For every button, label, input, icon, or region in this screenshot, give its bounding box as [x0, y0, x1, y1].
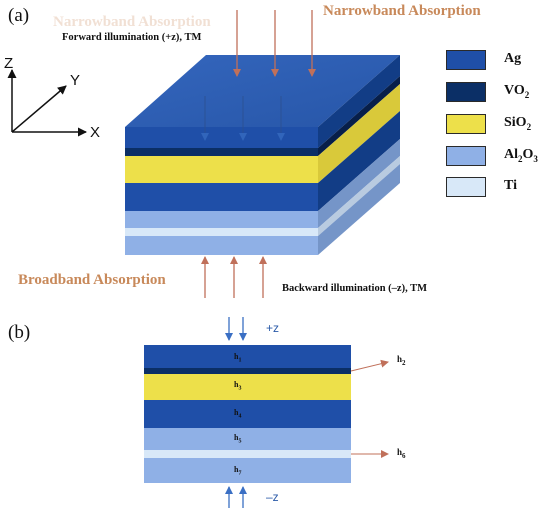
- al2o3-swatch: [446, 146, 486, 166]
- z-axis-label: Z: [4, 55, 14, 72]
- block-front-face: [125, 127, 318, 255]
- plus-z-label: +z: [266, 321, 280, 335]
- narrowband-absorption-title: Narrowband Absorption: [323, 3, 481, 19]
- backward-illumination-caption: Backward illumination (–z), TM: [282, 283, 428, 294]
- block-top-face: [125, 55, 400, 127]
- x-axis-label: X: [90, 124, 101, 141]
- sio2-swatch: [446, 114, 486, 134]
- panel-a-label: (a): [8, 5, 30, 26]
- minus-z-label: –z: [266, 490, 279, 504]
- layer-label-h1: h1: [234, 352, 242, 364]
- faded-narrowband-text: Narrowband Absorption: [53, 14, 211, 30]
- layer-label-h2: h2: [397, 354, 406, 367]
- forward-illumination-arrows: [201, 10, 316, 141]
- axes-icon: [7, 69, 87, 137]
- broadband-absorption-title: Broadband Absorption: [18, 272, 166, 288]
- layer-label-h4: h4: [234, 408, 242, 420]
- block-side-face: [318, 55, 400, 255]
- al2o3-label: Al2O3: [504, 147, 538, 164]
- ag-label: Ag: [504, 51, 522, 66]
- layer-label-h3: h3: [234, 380, 242, 392]
- vo2-swatch: [446, 82, 486, 102]
- minus-z-arrows: [225, 486, 247, 508]
- ti-swatch: [446, 177, 486, 197]
- y-axis-label: Y: [70, 72, 81, 89]
- panel-b-label: (b): [8, 322, 31, 343]
- layer-label-h7: h7: [234, 465, 242, 477]
- forward-illumination-caption: Forward illumination (+z), TM: [62, 32, 202, 43]
- sio2-label: SiO2: [504, 115, 532, 132]
- layer-label-h5: h5: [234, 433, 242, 445]
- layer-label-h6: h6: [397, 447, 406, 460]
- cross-section: [144, 345, 351, 483]
- plus-z-arrows: [225, 317, 247, 341]
- ag-swatch: [446, 50, 486, 70]
- backward-illumination-arrows: [201, 256, 267, 298]
- vo2-label: VO2: [504, 83, 530, 100]
- h2-callout-arrow: [350, 359, 389, 372]
- ti-label: Ti: [504, 178, 517, 193]
